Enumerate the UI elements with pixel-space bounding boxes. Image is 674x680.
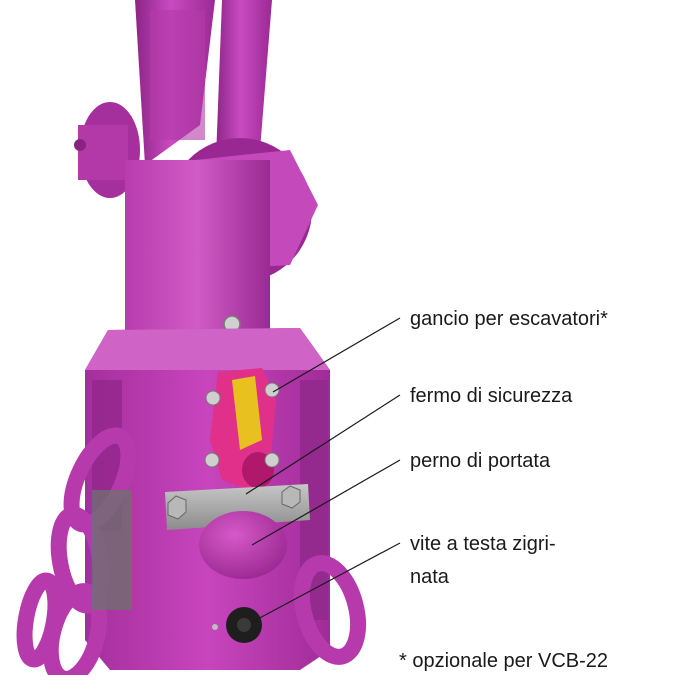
label-safety-catch: fermo di sicurezza	[410, 384, 572, 408]
label-knurled-screw-line2: nata	[410, 565, 449, 589]
label-load-pin: perno di portata	[410, 449, 550, 473]
label-knurled-screw-line1: vite a testa zigri-	[410, 532, 556, 556]
load-pin	[199, 511, 287, 579]
footnote: * opzionale per VCB-22	[399, 649, 608, 673]
label-excavator-hook: gancio per escavatori*	[410, 307, 608, 331]
side-plate	[92, 490, 132, 610]
